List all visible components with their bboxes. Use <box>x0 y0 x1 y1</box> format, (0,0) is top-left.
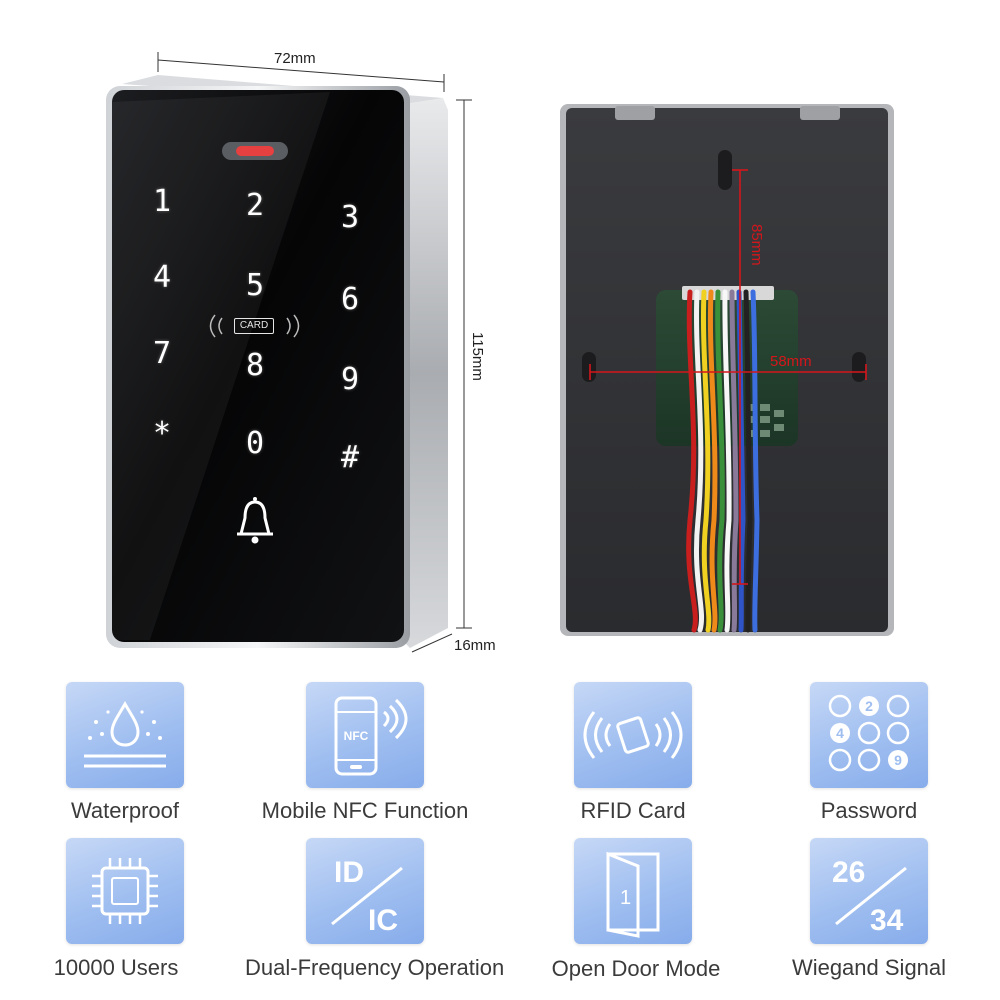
key-7[interactable]: 7 <box>152 336 172 371</box>
key-8[interactable]: 8 <box>245 348 265 383</box>
key-2[interactable]: 2 <box>245 188 265 223</box>
doorbell-icon <box>237 497 273 544</box>
feature-label-rfid: RFID Card <box>580 798 686 823</box>
key-hash[interactable]: # <box>340 440 360 475</box>
svg-text:4: 4 <box>836 725 844 741</box>
key-3[interactable]: 3 <box>340 200 360 235</box>
id-ic-icon: ID IC <box>331 856 403 937</box>
key-5[interactable]: 5 <box>245 268 265 303</box>
svg-text:ID: ID <box>334 856 364 889</box>
dimension-depth-label: 16mm <box>454 637 496 654</box>
keypad-password-icon: 2 4 9 <box>828 694 910 772</box>
feature-tile-open-door: 1 <box>574 838 692 944</box>
svg-text:26: 26 <box>832 856 865 889</box>
product-figures <box>106 52 894 653</box>
feature-label-open-door: Open Door Mode <box>551 956 721 981</box>
feature-tile-wiegand: 26 34 <box>810 838 928 944</box>
svg-text:NFC: NFC <box>344 729 369 743</box>
feature-label-users: 10000 Users <box>53 955 179 980</box>
feature-label-nfc: Mobile NFC Function <box>261 798 469 823</box>
feature-tile-dual-frequency: ID IC <box>306 838 424 944</box>
key-6[interactable]: 6 <box>340 282 360 317</box>
rfid-card-icon <box>583 711 683 759</box>
keypad-device <box>106 75 448 648</box>
feature-label-password: Password <box>820 798 918 823</box>
dimension-lines-back <box>589 169 867 585</box>
feature-label-dual-frequency: Dual-Frequency Operation <box>245 955 505 980</box>
dimension-horizontal-label: 58mm <box>770 353 812 370</box>
feature-tile-rfid <box>574 682 692 788</box>
key-0[interactable]: 0 <box>245 426 265 461</box>
feature-tile-password: 2 4 9 <box>810 682 928 788</box>
svg-text:2: 2 <box>865 698 873 714</box>
feature-tile-waterproof <box>66 682 184 788</box>
feature-tile-users <box>66 838 184 944</box>
dimension-vertical-label: 85mm <box>748 224 765 266</box>
key-1[interactable]: 1 <box>152 184 172 219</box>
water-drop-icon <box>84 701 166 768</box>
svg-text:9: 9 <box>894 752 902 768</box>
key-star[interactable]: * <box>152 416 172 451</box>
svg-text:34: 34 <box>870 904 904 937</box>
door-icon: 1 <box>606 851 660 938</box>
dimension-width-label: 72mm <box>274 50 316 67</box>
svg-text:1: 1 <box>620 887 631 909</box>
wiegand-icon: 26 34 <box>832 856 907 937</box>
phone-nfc-icon: NFC <box>334 696 408 776</box>
feature-label-waterproof: Waterproof <box>70 798 179 823</box>
card-reader-label: CARD <box>234 318 274 334</box>
feature-label-wiegand: Wiegand Signal <box>791 955 947 980</box>
chip-icon <box>92 858 158 924</box>
wire-harness <box>686 289 760 633</box>
dimension-height-label: 115mm <box>469 332 486 381</box>
feature-tile-nfc: NFC <box>306 682 424 788</box>
key-4[interactable]: 4 <box>152 260 172 295</box>
key-9[interactable]: 9 <box>340 362 360 397</box>
svg-text:IC: IC <box>368 904 398 937</box>
dimension-lines-front <box>157 52 472 653</box>
